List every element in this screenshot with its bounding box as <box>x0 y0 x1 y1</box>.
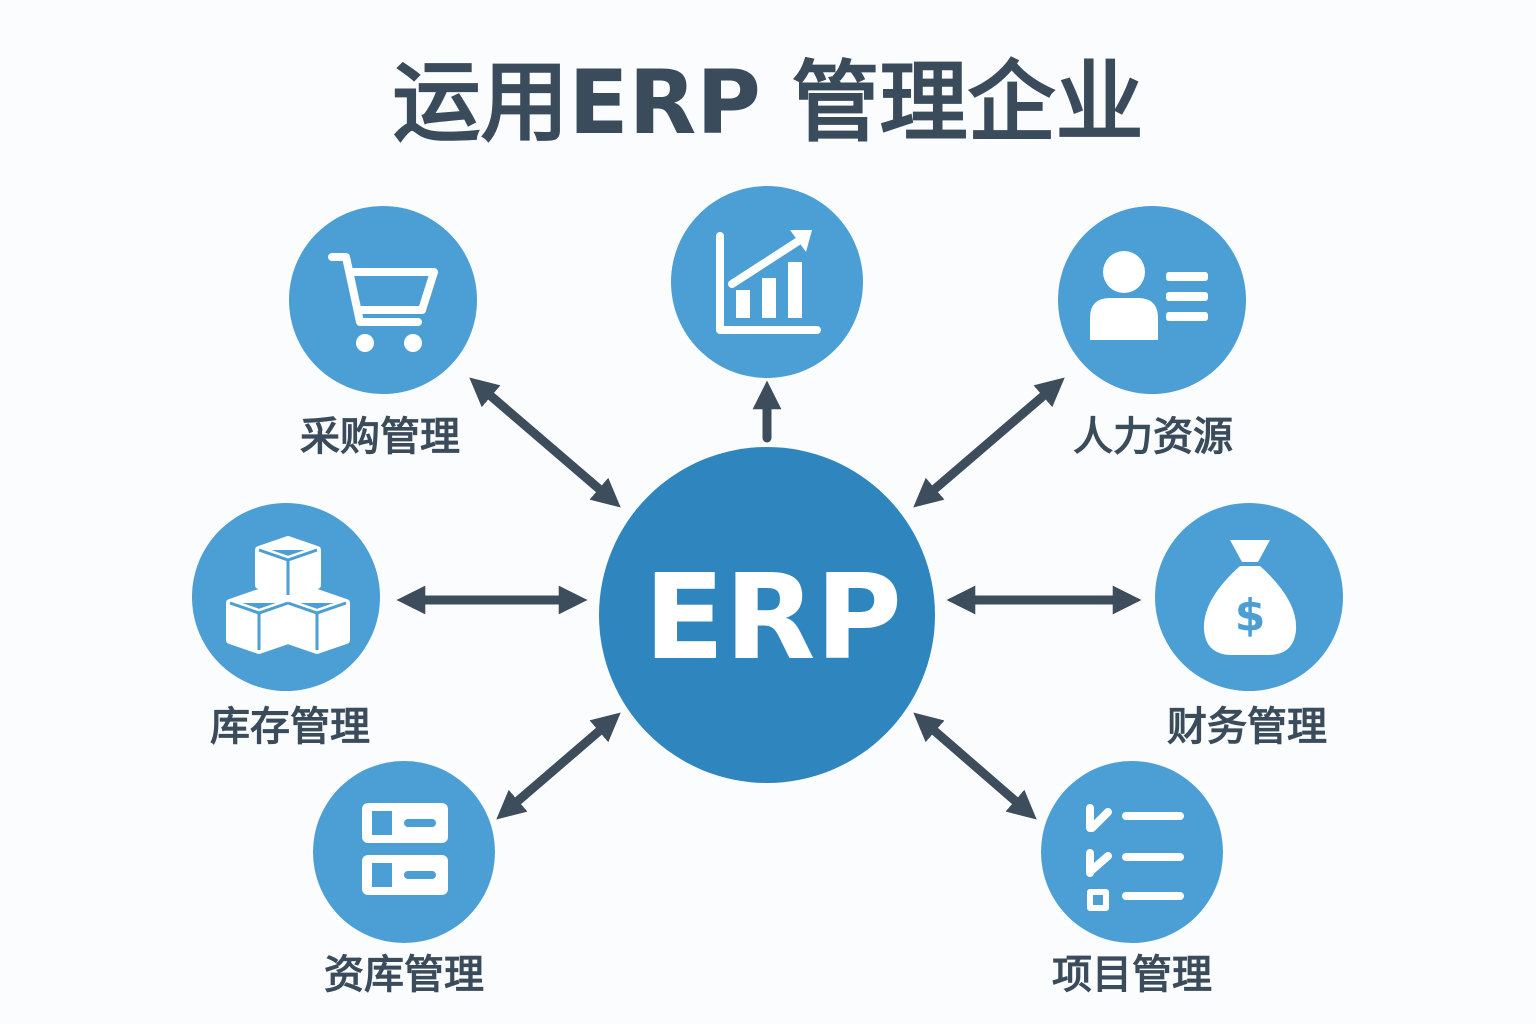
node-analytics <box>671 186 863 378</box>
node-inventory: 库存管理 <box>192 503 380 750</box>
node-finance: $ 财务管理 <box>1155 503 1343 750</box>
checklist-icon <box>1086 804 1184 911</box>
module-label: 库存管理 <box>210 704 370 750</box>
module-label: 人力资源 <box>1073 414 1233 460</box>
arrow-project <box>913 712 1037 820</box>
node-assets: 资库管理 <box>313 761 495 998</box>
node-hr: 人力资源 <box>1058 206 1246 460</box>
module-label: 项目管理 <box>1052 952 1212 998</box>
growth-chart-icon <box>716 230 821 334</box>
node-project: 项目管理 <box>1041 761 1223 998</box>
svg-text:$: $ <box>1235 590 1266 641</box>
arrow-assets <box>496 712 621 820</box>
asset-list-icon <box>362 803 448 895</box>
module-label: 采购管理 <box>300 414 460 460</box>
money-bag-icon: $ <box>1203 540 1297 655</box>
user-profile-icon <box>1090 251 1208 340</box>
arrow-purchasing <box>469 377 621 508</box>
erp-center-node: ERP <box>599 447 935 783</box>
connectors <box>396 377 1142 820</box>
erp-label: ERP <box>644 548 902 686</box>
shopping-cart-icon <box>328 253 438 352</box>
node-purchasing: 采购管理 <box>289 206 477 460</box>
arrow-hr <box>913 377 1065 508</box>
module-label: 资库管理 <box>324 952 484 998</box>
module-label: 财务管理 <box>1167 704 1327 750</box>
page-title: 运用ERP 管理企业 <box>392 51 1143 154</box>
